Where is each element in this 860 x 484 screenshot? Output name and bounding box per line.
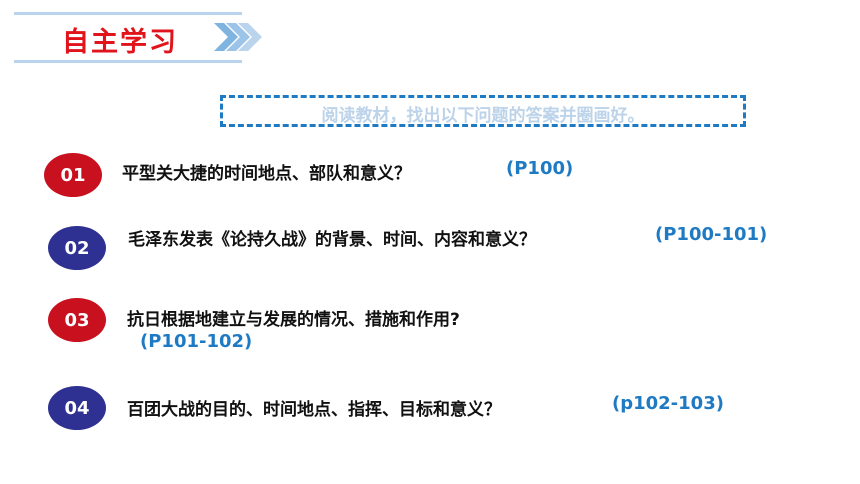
question-4-text: 百团大战的目的、时间地点、指挥、目标和意义？ — [127, 400, 501, 420]
triple-chevron-right-icon — [214, 23, 262, 51]
question-4-badge: 04 — [48, 386, 106, 430]
question-1-badge: 01 — [44, 153, 102, 197]
question-3-text: 抗日根据地建立与发展的情况、措施和作用? — [127, 310, 460, 330]
question-4-page: (p102-103) — [612, 393, 724, 414]
question-3-badge: 03 — [48, 298, 106, 342]
header-bottom-line — [14, 60, 242, 63]
instruction-text: 阅读教材，找出以下问题的答案并圈画好。 — [321, 106, 645, 126]
page-title: 自主学习 — [62, 27, 178, 58]
header-top-line — [14, 12, 242, 15]
question-1-page: (P100) — [506, 158, 574, 179]
question-2-badge: 02 — [48, 226, 106, 270]
question-2-text: 毛泽东发表《论持久战》的背景、时间、内容和意义？ — [128, 230, 536, 250]
instruction-box: 阅读教材，找出以下问题的答案并圈画好。 — [220, 95, 746, 127]
section-header: 自主学习 — [14, 12, 242, 63]
question-2-page: (P100-101) — [655, 224, 768, 245]
question-1-text: 平型关大捷的时间地点、部队和意义？ — [122, 164, 411, 184]
question-3-page: (P101-102) — [140, 331, 253, 352]
